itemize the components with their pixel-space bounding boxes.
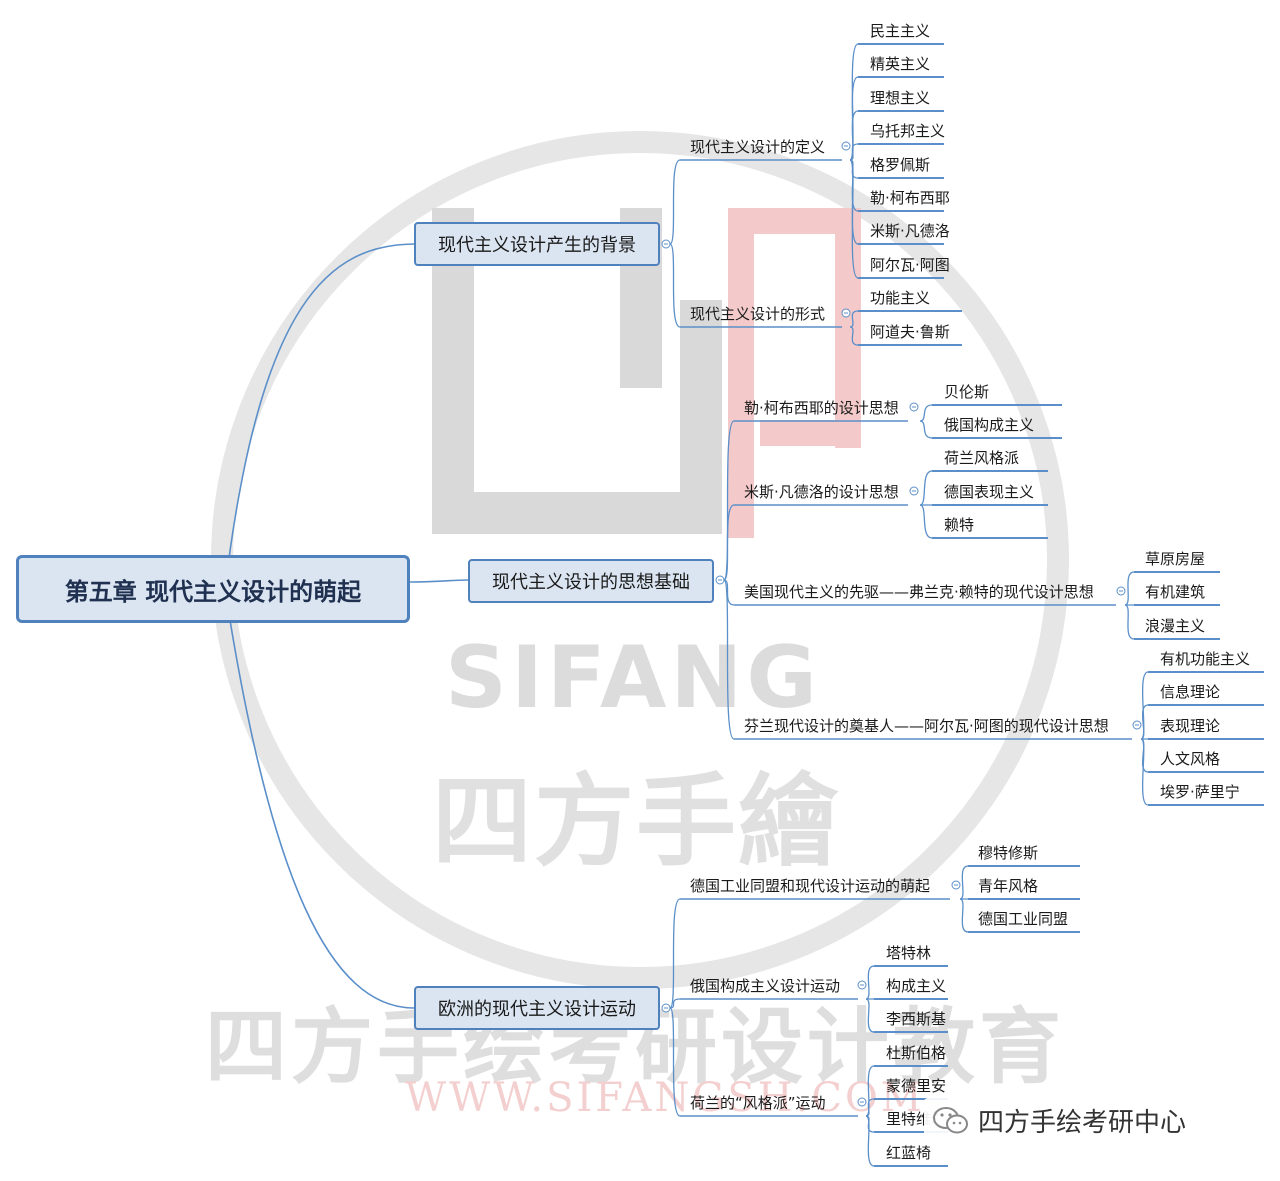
connector-line (224, 588, 415, 1009)
leaf-item[interactable]: 德国工业同盟 (978, 910, 1069, 928)
leaf-item[interactable]: 构成主义 (886, 977, 947, 995)
connector-line (409, 579, 469, 583)
connector-line (959, 865, 969, 900)
leaf-item[interactable]: 杜斯伯格 (886, 1044, 947, 1062)
branch-europe[interactable]: 欧洲的现代主义设计运动 (414, 986, 660, 1030)
branch-foundation[interactable]: 现代主义设计的思想基础 (468, 559, 714, 603)
leaf-item[interactable]: 浪漫主义 (1145, 617, 1206, 635)
leaf-item[interactable]: 荷兰风格派 (944, 449, 1020, 467)
sub-aalto[interactable]: 芬兰现代设计的奠基人——阿尔瓦·阿图的现代设计思想 (744, 717, 1109, 735)
connector-line (723, 579, 735, 740)
connector-line (919, 404, 933, 422)
leaf-item[interactable]: 青年风格 (978, 877, 1039, 895)
leaf-item[interactable]: 功能主义 (870, 289, 931, 307)
connector-line (849, 310, 859, 328)
connector-line (849, 159, 859, 279)
leaf-item[interactable]: 李西斯基 (886, 1010, 947, 1028)
leaf-item[interactable]: 阿尔瓦·阿图 (870, 256, 950, 274)
connector-line (919, 420, 933, 439)
leaf-item[interactable]: 塔特林 (886, 944, 932, 962)
connector-line (1124, 604, 1135, 640)
leaf-item[interactable]: 草原房屋 (1145, 550, 1206, 568)
connector-line (865, 1098, 875, 1117)
branch-background[interactable]: 现代主义设计产生的背景 (414, 222, 660, 266)
connector-line (865, 965, 875, 1000)
connector-line (1140, 704, 1149, 740)
sub-corbusier[interactable]: 勒·柯布西耶的设计思想 (744, 399, 899, 417)
connector-line (865, 1065, 875, 1117)
leaf-item[interactable]: 米斯·凡德洛 (870, 222, 950, 240)
account-badge: 四方手绘考研中心 (924, 1098, 1195, 1143)
connector-line (224, 243, 415, 590)
connector-line (865, 1115, 875, 1167)
leaf-item[interactable]: 德国表现主义 (944, 483, 1035, 501)
connector-line (849, 159, 859, 212)
connector-line (1124, 571, 1135, 606)
connector-line (669, 243, 681, 328)
leaf-item[interactable]: 信息理论 (1160, 683, 1221, 701)
connector-line (669, 159, 681, 245)
connector-line (849, 76, 859, 161)
connector-line (959, 898, 969, 933)
leaf-item[interactable]: 赖特 (944, 516, 975, 534)
sub-werkbund[interactable]: 德国工业同盟和现代设计运动的萌起 (690, 877, 931, 895)
leaf-item[interactable]: 表现理论 (1160, 717, 1221, 735)
leaf-item[interactable]: 红蓝椅 (886, 1144, 932, 1162)
connector-line (849, 159, 859, 245)
leaf-item[interactable]: 理想主义 (870, 89, 931, 107)
connector-line (1140, 738, 1149, 773)
leaf-item[interactable]: 乌托邦主义 (870, 122, 946, 140)
connector-line (669, 998, 681, 1009)
watermark-latin: SIFANG (445, 628, 821, 728)
watermark-url: WWW.SIFANGSH.COM (405, 1075, 925, 1121)
leaf-item[interactable]: 埃罗·萨里宁 (1160, 783, 1240, 801)
connector-line (669, 898, 681, 1009)
connector-line (1140, 738, 1149, 806)
sub-form[interactable]: 现代主义设计的形式 (690, 305, 826, 323)
connector-line (723, 420, 735, 581)
sub-mies[interactable]: 米斯·凡德洛的设计思想 (744, 483, 899, 501)
sub-definition[interactable]: 现代主义设计的定义 (690, 138, 826, 156)
watermark-cn: 四方手繪 (432, 763, 840, 880)
wechat-icon (933, 1106, 968, 1133)
leaf-item[interactable]: 民主主义 (870, 22, 931, 40)
connector-line (865, 998, 875, 1033)
connector-line (865, 1115, 875, 1133)
connector-line (723, 579, 735, 606)
leaf-item[interactable]: 人文风格 (1160, 750, 1221, 768)
leaf-item[interactable]: 有机功能主义 (1160, 650, 1251, 668)
connector-line (723, 504, 735, 581)
leaf-item[interactable]: 有机建筑 (1145, 583, 1206, 601)
connector-line (919, 470, 933, 506)
leaf-item[interactable]: 蒙德里安 (886, 1077, 947, 1095)
leaf-item[interactable]: 格罗佩斯 (870, 156, 931, 174)
connector-line (849, 110, 859, 161)
connector-line (919, 504, 933, 539)
connector-line (849, 326, 859, 346)
leaf-item[interactable]: 贝伦斯 (944, 383, 990, 401)
account-name: 四方手绘考研中心 (978, 1108, 1187, 1138)
connector-line (849, 43, 859, 161)
root-topic[interactable]: 第五章 现代主义设计的萌起 (16, 555, 410, 623)
leaf-item[interactable]: 勒·柯布西耶 (870, 189, 950, 207)
sub-wright[interactable]: 美国现代主义的先驱——弗兰克·赖特的现代设计思想 (744, 583, 1094, 601)
connector-line (849, 143, 859, 161)
leaf-item[interactable]: 阿道夫·鲁斯 (870, 323, 950, 341)
leaf-item[interactable]: 俄国构成主义 (944, 416, 1035, 434)
sub-destijl[interactable]: 荷兰的“风格派”运动 (690, 1094, 826, 1112)
leaf-item[interactable]: 穆特修斯 (978, 844, 1039, 862)
connector-line (669, 1007, 681, 1117)
leaf-item[interactable]: 精英主义 (870, 55, 931, 73)
sub-constructivism[interactable]: 俄国构成主义设计运动 (690, 977, 841, 995)
